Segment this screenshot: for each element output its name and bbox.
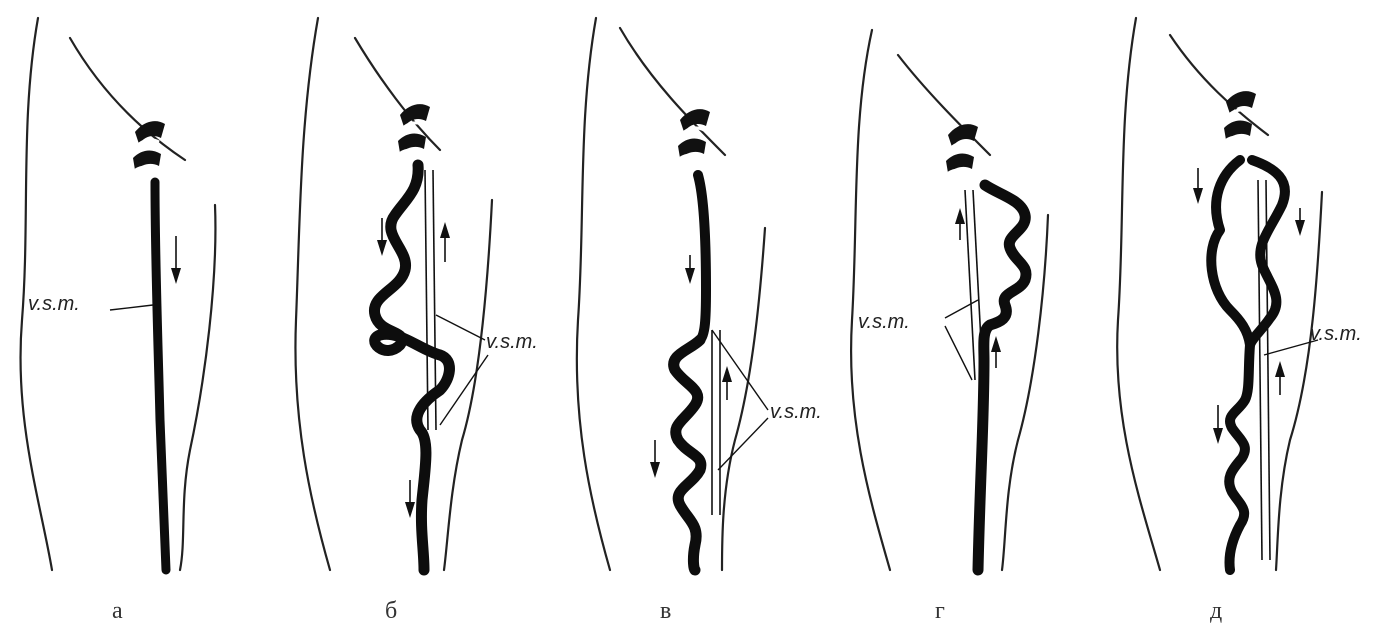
leg-outline-left: [1117, 18, 1160, 570]
varicose-loop: [1211, 160, 1285, 345]
panel-letter-v: в: [660, 598, 671, 624]
vsm-label: v.s.m.: [858, 311, 910, 333]
leg-outline-right: [722, 228, 765, 570]
groin-line: [898, 55, 990, 155]
panel-letter-b: б: [385, 598, 397, 624]
saphenofemoral-junction-icon: [133, 121, 165, 170]
panel-letter-d: д: [1210, 598, 1222, 624]
groin-line: [1170, 35, 1268, 135]
leg-outline-left: [851, 30, 890, 570]
panel-b: v.s.m. б: [295, 18, 537, 624]
label-leader-line: [718, 418, 768, 470]
great-saphenous-vein: [698, 175, 706, 340]
vsm-label: v.s.m.: [28, 293, 80, 315]
panel-letter-g: г: [935, 598, 945, 624]
label-leader-line: [110, 305, 153, 310]
saphenofemoral-junction-icon: [398, 104, 430, 153]
leg-outline-right: [180, 205, 215, 570]
vsm-label: v.s.m.: [486, 331, 538, 353]
groin-line: [620, 28, 725, 155]
panel-letter-a: а: [112, 598, 123, 624]
vsm-label: v.s.m.: [770, 401, 822, 423]
groin-line: [355, 38, 440, 150]
tortuous-varicose-vein: [674, 340, 701, 570]
great-saphenous-vein: [155, 182, 166, 570]
saphenofemoral-junction-icon: [946, 124, 978, 173]
vsm-label: v.s.m.: [1310, 323, 1362, 345]
leg-outline-left: [295, 18, 330, 570]
deep-trunk-line: [965, 190, 975, 380]
panel-d: v.s.m. д: [1117, 18, 1362, 624]
leg-outline-right: [1276, 192, 1322, 570]
tortuous-varicose-vein: [1229, 345, 1250, 570]
label-leader-line: [945, 300, 978, 318]
deep-trunk-line: [425, 170, 428, 430]
panel-g: v.s.m. г: [851, 30, 1048, 624]
label-leader-line: [436, 315, 485, 340]
label-leader-line: [945, 326, 972, 380]
tortuous-varicose-vein: [978, 185, 1026, 570]
leg-outline-left: [577, 18, 610, 570]
panel-a: v.s.m. а: [20, 18, 215, 624]
groin-line: [70, 38, 185, 160]
panel-v: v.s.m. в: [577, 18, 822, 624]
saphenofemoral-junction-icon: [1224, 91, 1256, 140]
